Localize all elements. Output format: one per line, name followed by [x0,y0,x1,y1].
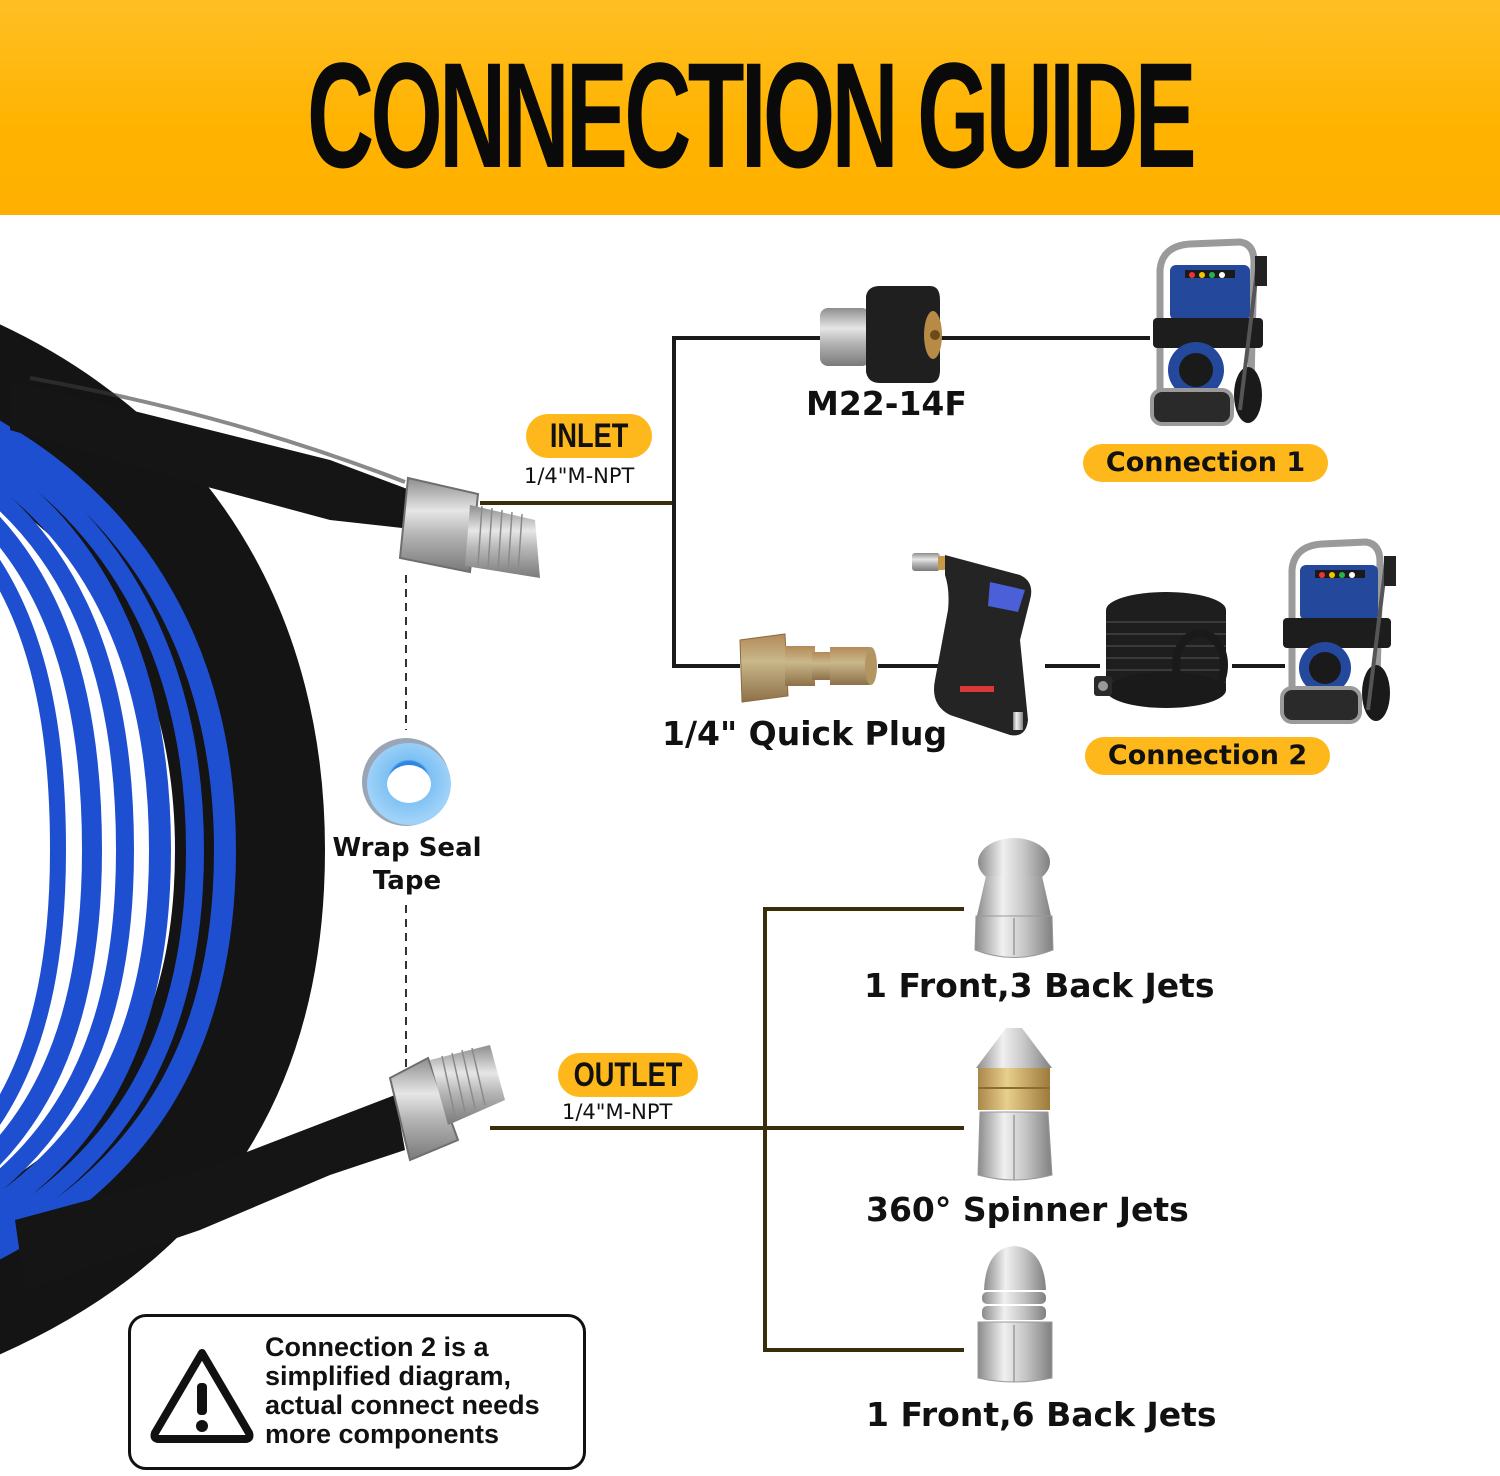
nozzle-image-1f6b [977,1246,1053,1383]
m22-fitting-image [820,286,942,383]
page-title: CONNECTION GUIDE [306,31,1197,199]
inlet-hose-end [10,376,540,578]
inlet-connector-lines [480,336,1285,668]
seal-tape-icon [362,738,451,826]
seal-tape-label-line2: Tape [372,866,442,896]
inlet-badge: INLET [526,414,652,458]
pressure-washer-image-1 [1150,238,1267,426]
coiled-hose-image [1094,592,1228,708]
warning-icon [150,1349,254,1443]
spray-gun-image [912,553,1032,736]
quick-plug-label: 1/4" Quick Plug [662,714,948,753]
seal-tape-label-line1: Wrap Seal [332,833,482,863]
nozzle-image-1f3b [974,838,1054,958]
connection-2-badge: Connection 2 [1085,737,1330,775]
nozzle-label-1f6b: 1 Front,6 Back Jets [866,1395,1217,1434]
outlet-hose-end [15,1045,505,1290]
connection-1-badge: Connection 1 [1083,444,1328,482]
warning-note: Connection 2 is a simplified diagram, ac… [128,1314,586,1470]
nozzle-image-spinner [976,1028,1053,1181]
inlet-label: INLET [549,417,629,455]
seal-tape-label: Wrap Seal Tape [322,832,492,898]
inlet-spec: 1/4"M-NPT [524,464,635,488]
nozzle-label-spinner: 360° Spinner Jets [866,1190,1189,1229]
quick-plug-image [739,633,877,703]
outlet-connector-lines [490,907,964,1352]
nozzle-label-1f3b: 1 Front,3 Back Jets [864,966,1215,1005]
header-banner: CONNECTION GUIDE [0,0,1500,215]
m22-fitting-label: M22-14F [806,384,967,423]
pressure-washer-image-2 [1280,538,1396,724]
hose-coil [0,324,326,1355]
warning-text: Connection 2 is a simplified diagram, ac… [265,1332,540,1449]
outlet-spec: 1/4"M-NPT [562,1100,673,1124]
outlet-label: OUTLET [573,1056,683,1094]
outlet-badge: OUTLET [558,1053,698,1097]
